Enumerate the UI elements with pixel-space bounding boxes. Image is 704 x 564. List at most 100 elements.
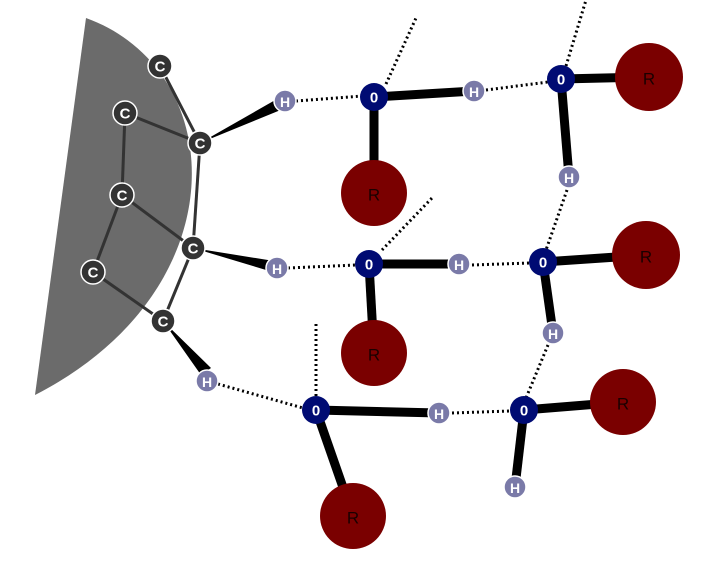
bond-c7-c5 — [161, 247, 195, 322]
hydrogen-circle — [557, 165, 581, 189]
r-group-label: R — [617, 395, 629, 414]
hydrogen-atom-h3: H — [195, 369, 219, 393]
carbon-atom-c6: C — [80, 259, 106, 285]
carbon-atom-c2: C — [187, 130, 213, 156]
carbon-label: C — [188, 241, 199, 258]
hydrogen-label: H — [510, 480, 520, 496]
carbon-circle — [80, 259, 106, 285]
r-group-circle — [615, 43, 683, 111]
hydrogen-circle — [541, 321, 565, 345]
oxygen-circle — [302, 396, 330, 424]
r-group-circle — [341, 160, 407, 226]
r-group-label: R — [643, 70, 655, 89]
wedge-c5-h2 — [193, 248, 276, 273]
oxygen-label: 0 — [365, 257, 373, 274]
carbon-atom-c4: C — [109, 182, 135, 208]
oxygen-atom-o3: 0 — [302, 396, 330, 424]
bond-o1-h4 — [373, 86, 475, 102]
r-group-label: R — [368, 346, 380, 365]
hydrogen-atom-h1: H — [273, 89, 297, 113]
r-group-r6: R — [590, 369, 656, 435]
carbon-circle — [109, 182, 135, 208]
hydrogen-atom-h5: H — [557, 165, 581, 189]
r-group-r1: R — [341, 160, 407, 226]
carbon-label: C — [158, 314, 169, 331]
hbond-o1-stub — [384, 17, 418, 85]
hbond-h6-o5 — [471, 261, 531, 267]
bond-c6-c7 — [92, 270, 164, 323]
carbon-circle — [150, 308, 176, 334]
carbon-label: C — [155, 59, 166, 76]
carbon-atom-c7: C — [150, 308, 176, 334]
hbond-o2-stub — [380, 196, 434, 252]
hydrogen-label: H — [469, 84, 479, 100]
hydrogen-circle — [265, 256, 289, 280]
carbon-ring-bonds — [91, 65, 202, 323]
bond-o3-h8 — [315, 405, 440, 418]
hydrogen-circle — [462, 79, 486, 103]
hydrogen-circle — [427, 401, 451, 425]
hydrogen-atom-h8: H — [427, 401, 451, 425]
hydrogen-label: H — [564, 170, 574, 186]
oxygen-label: 0 — [370, 90, 378, 107]
wedge-c7-h3 — [163, 321, 211, 375]
oxygen-atom-o5: 0 — [529, 248, 557, 276]
hbond-h8-o6 — [451, 409, 511, 415]
bond-c4-c5 — [121, 193, 194, 250]
hydrogen-label: H — [548, 326, 558, 342]
hydrogen-atom-h6: H — [447, 252, 471, 276]
carbon-label: C — [195, 136, 206, 153]
r-group-r3: R — [341, 320, 407, 386]
carbon-label: C — [88, 265, 99, 282]
hydrogen-circle — [447, 252, 471, 276]
r-group-circle — [590, 369, 656, 435]
hydrogen-label: H — [454, 257, 464, 273]
oxygen-atom-o2: 0 — [355, 250, 383, 278]
bond-c4-c6 — [91, 194, 124, 273]
hydrogen-label: H — [272, 261, 282, 277]
hbond-h3-o3 — [217, 382, 304, 410]
oxygen-atom-o1: 0 — [360, 83, 388, 111]
hydrogen-circle — [273, 89, 297, 113]
hbond-h1-o1 — [295, 94, 363, 103]
oxygen-atom-o6: 0 — [510, 396, 538, 424]
hydrogen-label: H — [202, 374, 212, 390]
carbon-circle — [180, 235, 206, 261]
carbon-atom-c1: C — [147, 53, 173, 79]
covalent-bonds — [311, 72, 650, 518]
wedge-c2-h1 — [200, 95, 288, 143]
surface-region — [35, 18, 192, 395]
hydrogen-atom-h7: H — [541, 321, 565, 345]
hydrogen-bonds — [217, 0, 588, 415]
oxygen-circle — [360, 83, 388, 111]
hbond-o4-stub — [564, 0, 588, 67]
oxygen-circle — [547, 65, 575, 93]
oxygen-atom-o4: 0 — [547, 65, 575, 93]
oxygen-label: 0 — [520, 403, 528, 420]
r-group-circle — [320, 483, 386, 549]
r-group-label: R — [347, 509, 359, 528]
oxygen-circle — [510, 396, 538, 424]
r-group-r4: R — [612, 221, 680, 289]
oxygen-circle — [529, 248, 557, 276]
hydrogen-atom-h2: H — [265, 256, 289, 280]
oxygen-circle — [355, 250, 383, 278]
carbon-atom-c3: C — [112, 100, 138, 126]
r-group-circle — [612, 221, 680, 289]
r-group-r5: R — [320, 483, 386, 549]
carbon-label: C — [120, 106, 131, 123]
hbond-h5-o5 — [544, 189, 569, 251]
wedge-bonds — [163, 95, 288, 375]
hydrogen-circle — [195, 369, 219, 393]
r-group-label: R — [640, 248, 652, 267]
bond-c5-c2 — [191, 142, 202, 249]
carbon-circle — [112, 100, 138, 126]
hbond-h4-o4 — [485, 80, 549, 92]
oxygen-label: 0 — [557, 72, 565, 89]
oxygen-label: 0 — [539, 255, 547, 272]
hydrogen-atom-h9: H — [503, 475, 527, 499]
hbond-h7-o6 — [524, 344, 550, 399]
bond-o4-h5 — [556, 78, 574, 178]
r-group-label: R — [368, 186, 380, 205]
